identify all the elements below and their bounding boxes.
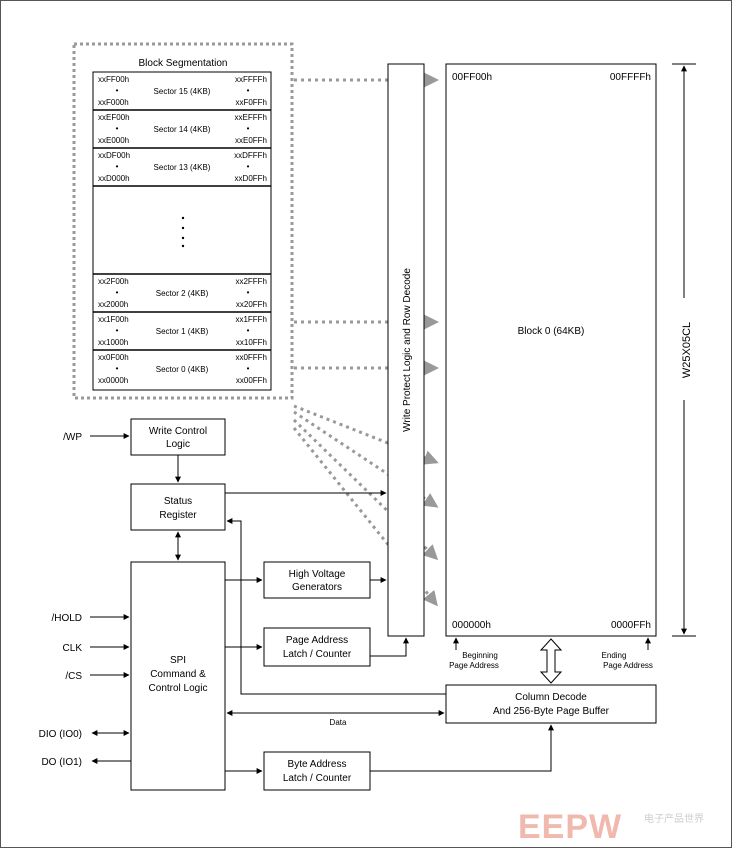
spi-line2: Command &	[150, 669, 206, 680]
status-register-line1: Status	[164, 496, 192, 507]
sector-end-hi: xxDFFFh	[234, 151, 267, 160]
sector-start-lo: xxF000h	[98, 98, 129, 107]
sector-label: Sector 0 (4KB)	[156, 365, 209, 374]
sector-start-lo: xx0000h	[98, 376, 128, 385]
sector-end-hi: xx1FFFh	[235, 315, 267, 324]
sector-start-hi: xxDF00h	[98, 151, 130, 160]
data-bus-label: Data	[330, 718, 347, 727]
column-decode-line1: Column Decode	[515, 692, 587, 703]
sector-start-lo: xx1000h	[98, 338, 128, 347]
chip-bracket	[672, 63, 696, 637]
signal-wp: /WP	[63, 432, 82, 443]
signal-do: DO (IO1)	[41, 757, 82, 768]
sector-end-lo: xxE0FFh	[235, 136, 267, 145]
sector-start-hi: xxEF00h	[98, 113, 130, 122]
watermark-brand: EEPW	[518, 808, 622, 846]
byte-address-latch-block	[263, 751, 371, 791]
sector-bullet-left: •	[116, 162, 119, 171]
column-decode-line2: And 256-Byte Page Buffer	[493, 706, 610, 717]
write-control-line1: Write Control	[149, 426, 207, 437]
spi-line1: SPI	[170, 655, 186, 666]
status-register-line2: Register	[159, 510, 197, 521]
ending-page-address-line2: Page Address	[603, 661, 653, 670]
sector-end-hi: xx0FFFh	[235, 353, 267, 362]
sector-start-lo: xxE000h	[98, 136, 129, 145]
sector-start-hi: xx1F00h	[98, 315, 129, 324]
memory-addr-top-left: 00FF00h	[452, 72, 492, 83]
column-decode-page-buffer-block	[445, 684, 657, 724]
sector-label: Sector 15 (4KB)	[154, 87, 211, 96]
memory-addr-top-right: 00FFFFh	[610, 72, 651, 83]
sector-bullet-left: •	[116, 124, 119, 133]
block-segmentation-title: Block Segmentation	[139, 58, 228, 69]
sector-end-lo: xx00FFh	[236, 376, 267, 385]
byte-address-line1: Byte Address	[288, 759, 347, 770]
high-voltage-generators-block	[263, 561, 371, 599]
sector-label: Sector 2 (4KB)	[156, 289, 209, 298]
sector-end-hi: xxFFFFh	[235, 75, 267, 84]
sector-end-lo: xxD0FFh	[235, 174, 267, 183]
sector-end-lo: xx10FFh	[236, 338, 267, 347]
signal-cs: /CS	[65, 671, 82, 682]
sector-bullet-left: •	[116, 326, 119, 335]
memory-buffer-double-arrow	[539, 638, 563, 684]
memory-addr-bottom-left: 000000h	[452, 620, 491, 631]
block-segmentation-region	[72, 42, 294, 400]
sector-bullet-left: •	[116, 288, 119, 297]
sector-bullet-right: •	[247, 162, 250, 171]
ending-page-address-line1: Ending	[602, 651, 627, 660]
memory-block-label: Block 0 (64KB)	[518, 326, 585, 337]
write-control-logic-block	[130, 418, 226, 456]
write-control-line2: Logic	[166, 439, 190, 450]
sector-bullet-left: •	[116, 364, 119, 373]
signal-hold: /HOLD	[51, 613, 82, 624]
signal-clk: CLK	[63, 643, 83, 654]
sector-bullet-right: •	[247, 86, 250, 95]
sector-label: Sector 1 (4KB)	[156, 327, 209, 336]
spi-line3: Control Logic	[149, 683, 208, 694]
sector-end-lo: xx20FFh	[236, 300, 267, 309]
high-voltage-line1: High Voltage	[289, 569, 346, 580]
sector-bullet-right: •	[247, 326, 250, 335]
write-protect-row-decode-block	[387, 63, 425, 637]
page-address-line2: Latch / Counter	[283, 649, 352, 660]
sector-end-hi: xxEFFFh	[235, 113, 267, 122]
sector-start-lo: xxD000h	[98, 174, 130, 183]
sector-end-lo: xxF0FFh	[235, 98, 267, 107]
beginning-page-address-line2: Page Address	[449, 661, 499, 670]
memory-addr-bottom-right: 0000FFh	[611, 620, 651, 631]
sector-table	[92, 71, 272, 391]
page-address-line1: Page Address	[286, 635, 348, 646]
sector-end-hi: xx2FFFh	[235, 277, 267, 286]
status-register-block	[130, 483, 226, 531]
memory-block-0	[445, 63, 657, 637]
byte-address-line2: Latch / Counter	[283, 773, 352, 784]
ellipsis-dots	[181, 216, 185, 248]
chip-name: W25X05CL	[681, 322, 693, 378]
page-address-latch-block	[263, 627, 371, 667]
sector-label: Sector 13 (4KB)	[154, 163, 211, 172]
sector-start-lo: xx2000h	[98, 300, 128, 309]
sector-bullet-right: •	[247, 288, 250, 297]
sector-start-hi: xx0F00h	[98, 353, 129, 362]
sector-start-hi: xxFF00h	[98, 75, 129, 84]
signal-dio: DIO (IO0)	[39, 729, 82, 740]
sector-bullet-left: •	[116, 86, 119, 95]
write-protect-label: Write Protect Logic and Row Decode	[402, 268, 413, 432]
spi-control-logic-block	[130, 561, 226, 791]
high-voltage-line2: Generators	[292, 582, 342, 593]
sector-bullet-right: •	[247, 124, 250, 133]
sector-rows: xxFF00h • xxF000h Sector 15 (4KB) xxFFFFh • xx…	[98, 75, 267, 385]
beginning-page-address-line1: Beginning	[462, 651, 498, 660]
watermark-cn: 电子产品世界	[644, 812, 704, 825]
sector-start-hi: xx2F00h	[98, 277, 129, 286]
sector-bullet-right: •	[247, 364, 250, 373]
signal-wires	[90, 433, 651, 774]
sector-label: Sector 14 (4KB)	[154, 125, 211, 134]
